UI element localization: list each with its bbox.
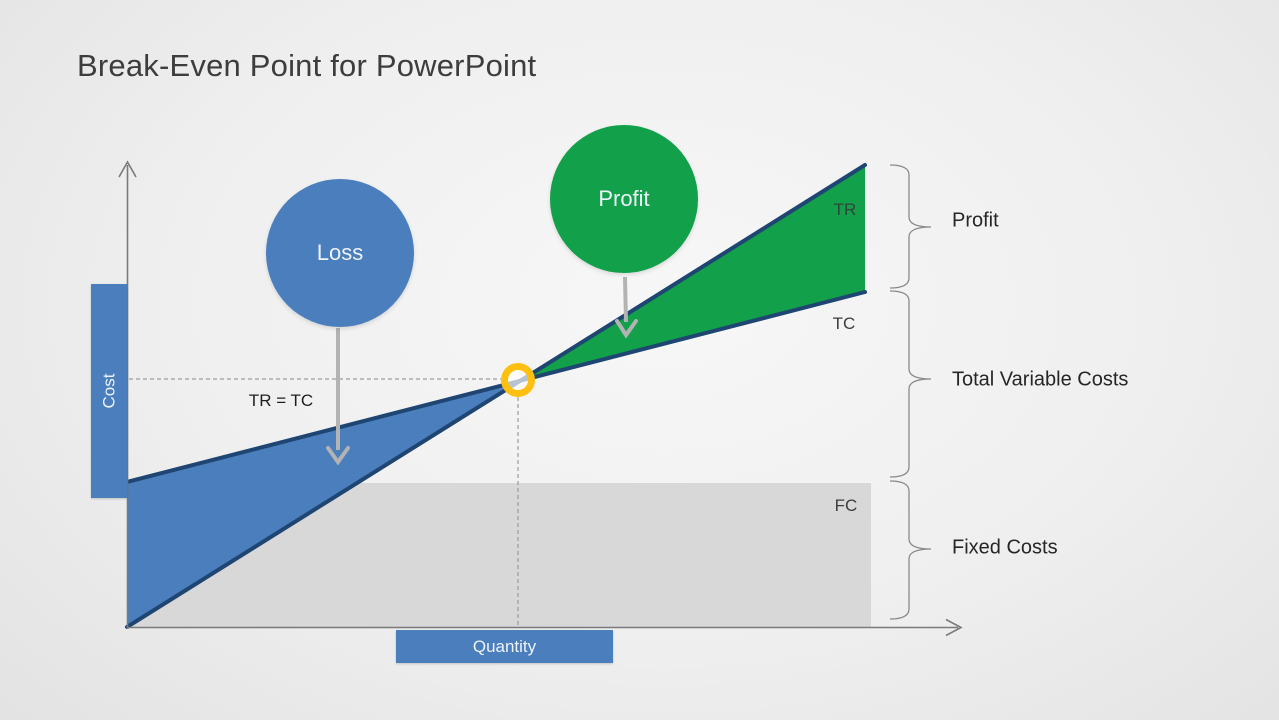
total-cost-line (125, 290, 867, 484)
profit-bracket-label: Profit (952, 209, 999, 232)
profit-arrow (623, 276, 628, 323)
fixed-cost-line-label: FC (834, 496, 858, 515)
profit-arrowhead-icon (615, 319, 638, 339)
x-axis-label: Quantity (472, 636, 537, 656)
total-variable-costs-bracket (889, 290, 932, 478)
y-axis-label: Cost (99, 373, 118, 409)
x-axis-label-chip: Quantity (396, 630, 613, 663)
total-revenue-line (125, 163, 867, 629)
total-cost-line-label: TC (832, 314, 856, 333)
loss-bubble-label: Loss (316, 240, 364, 265)
fixed-costs-bracket (889, 480, 932, 620)
break-even-equation-label: TR = TC (248, 391, 314, 410)
fixed-costs-bracket-label: Fixed Costs (952, 536, 1058, 559)
total-revenue-line-label: TR (833, 200, 857, 219)
profit-bubble-label: Profit (598, 186, 650, 211)
total-variable-costs-bracket-label: Total Variable Costs (952, 368, 1129, 391)
profit-bubble: Profit (550, 125, 698, 273)
profit-bracket (889, 164, 932, 289)
y-axis-arrowhead-icon (118, 160, 137, 178)
loss-bubble: Loss (266, 179, 414, 327)
x-axis-arrowhead-icon (945, 618, 963, 637)
y-axis-label-chip: Cost (91, 284, 127, 498)
slide-title: Break-Even Point for PowerPoint (77, 48, 537, 83)
loss-arrowhead-icon (326, 446, 350, 466)
break-even-point-marker (501, 363, 535, 397)
